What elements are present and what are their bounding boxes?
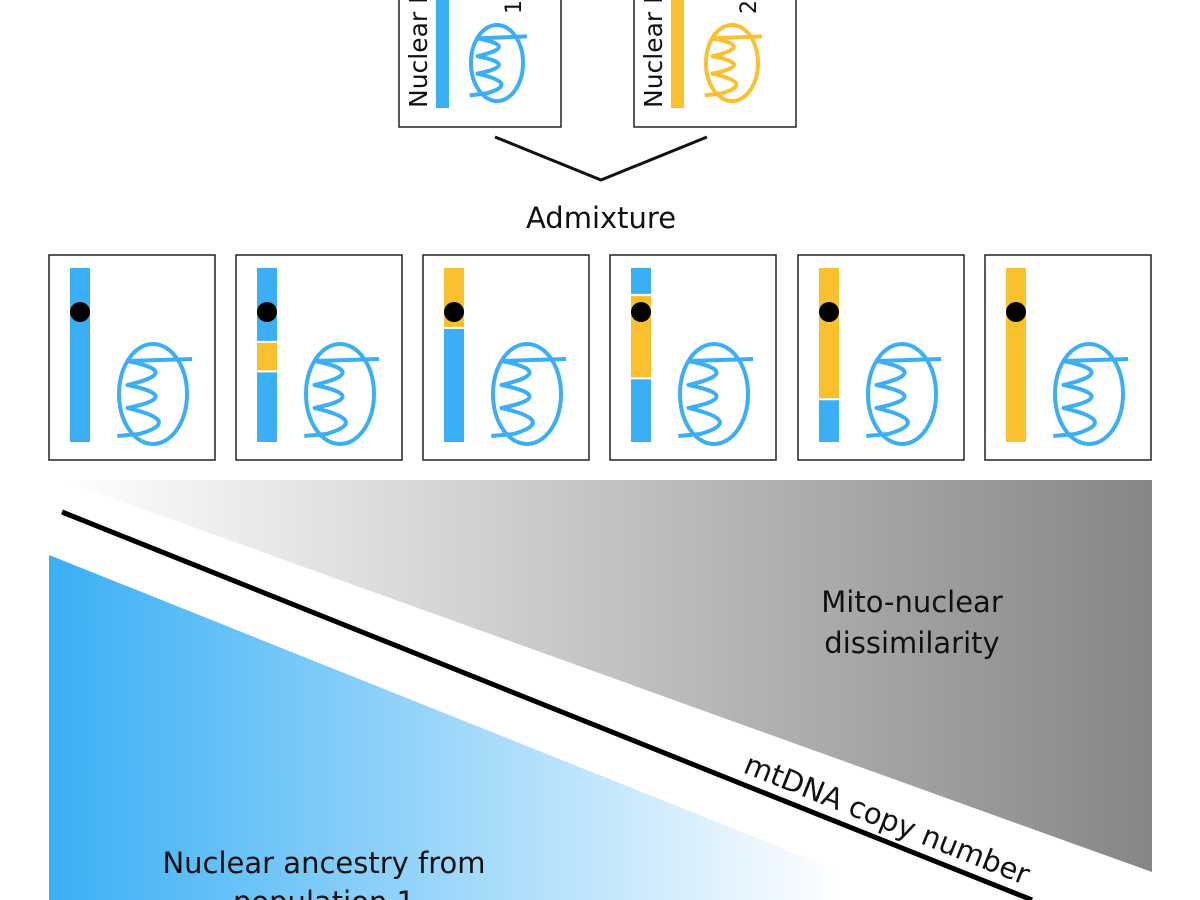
mitochondrion-membrane [117, 342, 189, 446]
mitochondrion-membrane [678, 342, 750, 446]
centromere [819, 302, 839, 322]
mitochondrion-membrane [1053, 342, 1125, 446]
admixture-label: Admixture [526, 201, 676, 235]
ancestry-wedge [49, 555, 912, 900]
parent-chromosome [671, 0, 684, 108]
mitochondrion-icon [469, 23, 527, 103]
mitochondrion-icon [1053, 342, 1129, 446]
mtdna-strand [704, 34, 762, 98]
population-number: 2 [737, 0, 762, 14]
centromere [257, 302, 277, 322]
population-number: 1 [502, 0, 527, 14]
offspring-panel-2 [235, 254, 403, 461]
parent-panel-1: Nuclear D 1 [398, 0, 562, 128]
copy-number-line [61, 509, 1033, 900]
mitochondrion-icon [704, 23, 762, 103]
parent-panel-frame [633, 0, 797, 128]
parent-panel-frame [398, 0, 562, 128]
chromosome-segment-pop1 [70, 268, 90, 442]
chromosome-segment-pop1 [444, 328, 464, 442]
mtdna-strand [304, 357, 380, 438]
admixture-bracket [494, 135, 708, 182]
offspring-panel-5 [797, 254, 965, 461]
mitochondrion-membrane [491, 342, 563, 446]
offspring-panel-3 [422, 254, 590, 461]
mtdna-strand [469, 34, 527, 98]
ancestry-label-line2: population 1 [233, 885, 415, 900]
chromosome-segment-pop2 [819, 268, 839, 399]
mitochondrion-membrane [866, 342, 938, 446]
chromosome-segment-pop1 [819, 400, 839, 442]
centromere [444, 302, 464, 322]
parent-panels: Nuclear D 1 Nuclear D 2 [398, 0, 797, 128]
nuclear-dna-label: Nuclear D [639, 0, 668, 108]
chromosome-segment-pop1 [257, 372, 277, 442]
mtdna-strand [1053, 357, 1129, 438]
nuclear-dna-label: Nuclear D [404, 0, 433, 108]
offspring-panel-4 [609, 254, 777, 461]
mtdna-strand [491, 357, 567, 438]
mtdna-strand [678, 357, 754, 438]
dissimilarity-wedge [62, 480, 1152, 872]
mitochondrion-icon [678, 342, 754, 446]
mitochondrion-membrane [304, 342, 376, 446]
centromere [631, 302, 651, 322]
offspring-panels [48, 254, 1152, 461]
mtdna-strand [117, 357, 193, 438]
centromere [1006, 302, 1026, 322]
dissimilarity-label-line2: dissimilarity [824, 626, 999, 660]
chromosome-segment-pop1 [631, 268, 651, 294]
mitochondrion-membrane [704, 23, 760, 103]
centromere [70, 302, 90, 322]
ancestry-label-line1: Nuclear ancestry from [162, 846, 485, 880]
parent-panel-2: Nuclear D 2 [633, 0, 797, 128]
mitochondrion-membrane [469, 23, 525, 103]
parent-chromosome [436, 0, 449, 108]
dissimilarity-label-line1: Mito-nuclear [821, 585, 1003, 619]
mtdna-strand [866, 357, 942, 438]
offspring-panel-6 [984, 254, 1152, 461]
mitochondrion-icon [491, 342, 567, 446]
chromosome-segment-pop1 [631, 379, 651, 442]
mitochondrion-icon [117, 342, 193, 446]
mitochondrion-icon [866, 342, 942, 446]
chromosome-segment-pop2 [257, 342, 277, 371]
offspring-panel-1 [48, 254, 216, 461]
chromosome-segment-pop2 [1006, 268, 1026, 442]
mitochondrion-icon [304, 342, 380, 446]
